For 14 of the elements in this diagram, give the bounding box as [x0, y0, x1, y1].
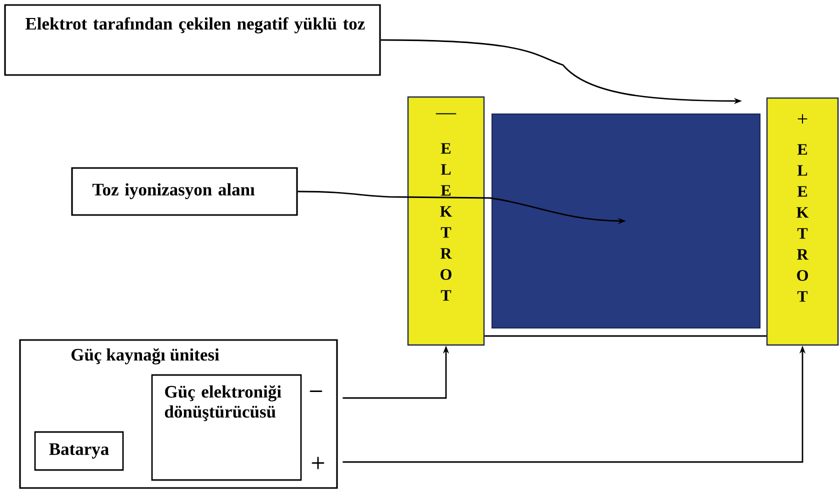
component-box: Güç elektroniği dönüştürücüsü [151, 374, 302, 481]
component-box: Batarya [34, 431, 124, 471]
callout-box: Toz iyonizasyon alanı [71, 167, 298, 216]
electrode-sign: + [798, 114, 808, 124]
electrode-label: ELEKTROT [796, 144, 809, 302]
electrode-label: ELEKTROT [440, 143, 452, 301]
callout-box: Elektrot tarafından çekilen negatif yüklü toz [4, 4, 381, 76]
terminal-sign: + [312, 456, 324, 470]
electrode-bar [407, 96, 485, 346]
electrode-bar [766, 97, 839, 346]
terminal-sign: − [310, 390, 322, 392]
connector [484, 335, 766, 337]
ionization-field [492, 114, 760, 328]
electrode-sign: — [436, 113, 456, 114]
